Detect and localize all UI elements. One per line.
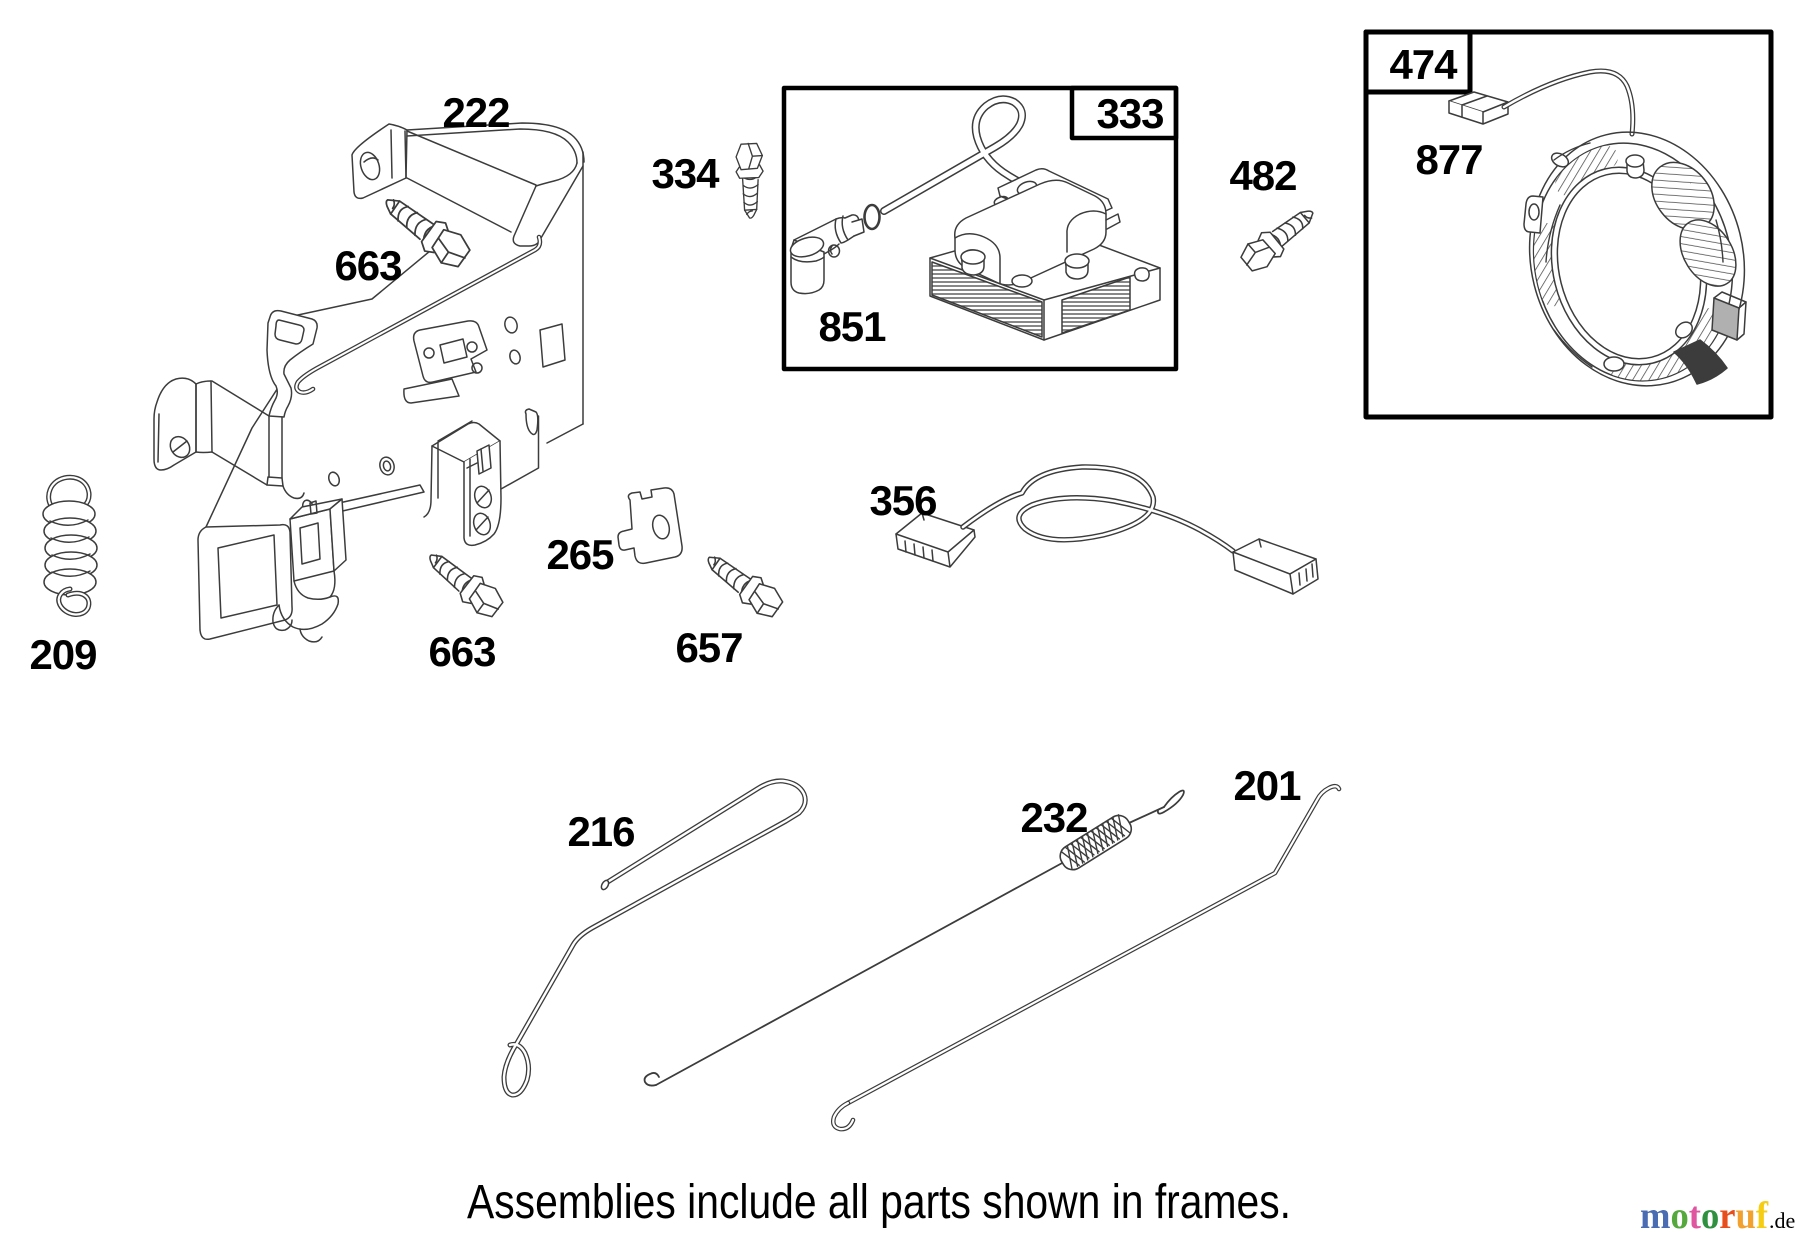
svg-text:motoruf: motoruf xyxy=(1640,1195,1769,1237)
svg-text:663: 663 xyxy=(428,628,495,675)
svg-text:232: 232 xyxy=(1020,794,1087,841)
svg-text:201: 201 xyxy=(1233,762,1301,809)
svg-text:.de: .de xyxy=(1769,1208,1795,1233)
svg-text:851: 851 xyxy=(818,303,886,350)
svg-text:216: 216 xyxy=(567,808,634,855)
svg-text:877: 877 xyxy=(1415,136,1482,183)
svg-text:265: 265 xyxy=(546,531,614,578)
svg-text:657: 657 xyxy=(675,624,742,671)
svg-text:333: 333 xyxy=(1096,90,1163,137)
svg-text:663: 663 xyxy=(334,242,401,289)
svg-text:474: 474 xyxy=(1389,41,1458,88)
svg-text:222: 222 xyxy=(442,89,509,136)
svg-text:Assemblies include all parts s: Assemblies include all parts shown in fr… xyxy=(467,1176,1291,1229)
svg-text:334: 334 xyxy=(651,150,720,197)
svg-text:482: 482 xyxy=(1229,152,1296,199)
svg-text:209: 209 xyxy=(29,631,96,678)
svg-text:356: 356 xyxy=(869,477,936,524)
